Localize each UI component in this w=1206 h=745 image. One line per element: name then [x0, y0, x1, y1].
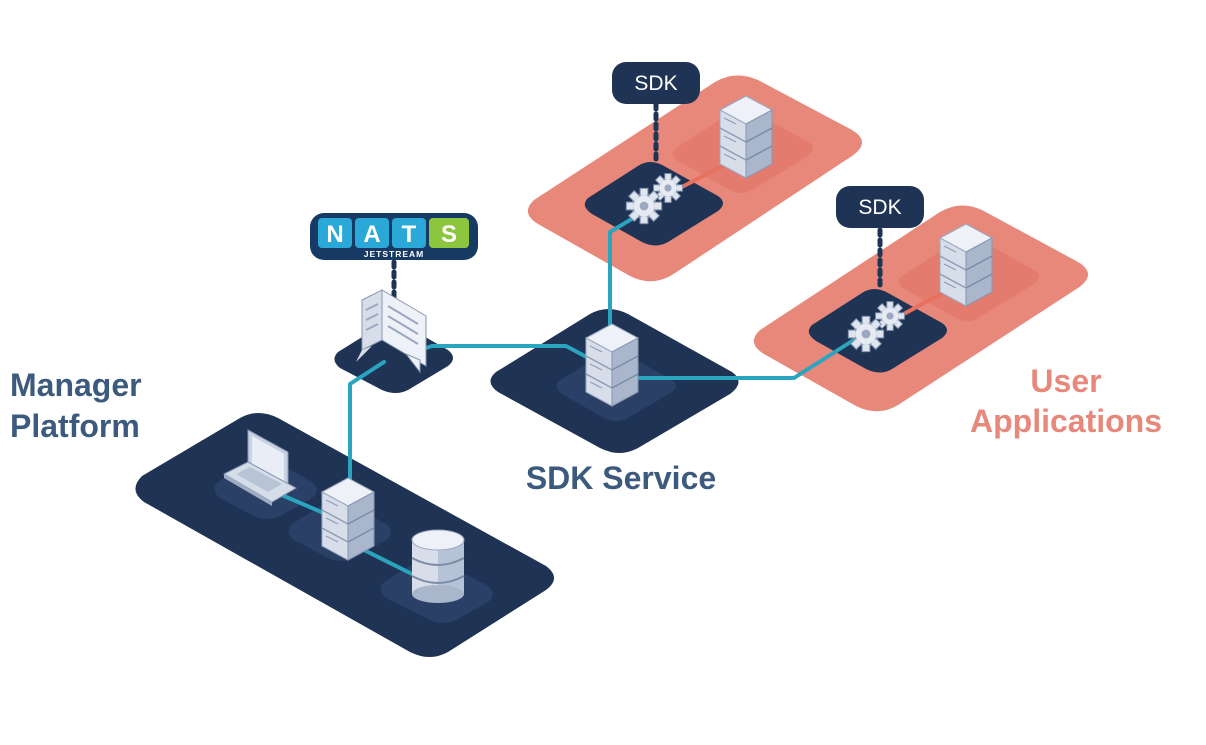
nats-letter: N [326, 221, 343, 248]
connector-sdk-to-app-top [608, 212, 642, 342]
laptop-icon [222, 429, 298, 506]
connector-gears-to-server-top [678, 160, 732, 190]
server-icon [321, 477, 375, 561]
sdk-tag-right: SDK [836, 186, 924, 228]
database-icon [411, 529, 465, 603]
manager-platform-label-line1: Manager [10, 367, 142, 403]
sdk-tag-label: SDK [858, 196, 901, 219]
server-icon [719, 95, 773, 179]
connector-manager-to-nats [348, 360, 386, 484]
nats-subtitle: JETSTREAM [364, 249, 424, 259]
server-icon [585, 323, 639, 407]
nats-letter: A [363, 221, 380, 248]
nats-jetstream-logo: N A T S JETSTREAM [310, 213, 478, 260]
connector-sdk-to-app-right [638, 334, 862, 380]
server-icon [939, 223, 993, 307]
sdk-tag-top: SDK [612, 62, 700, 104]
user-applications-label-line2: Applications [970, 403, 1162, 439]
user-applications-label-line1: User [1030, 363, 1101, 399]
manager-platform-label-line2: Platform [10, 408, 140, 444]
sdk-service-label: SDK Service [526, 460, 716, 496]
nats-letter: S [441, 221, 457, 248]
sdk-tag-label: SDK [634, 72, 677, 95]
message-queue-icon [356, 289, 427, 374]
connector-server-to-database [358, 546, 422, 580]
nats-letter: T [402, 221, 417, 248]
